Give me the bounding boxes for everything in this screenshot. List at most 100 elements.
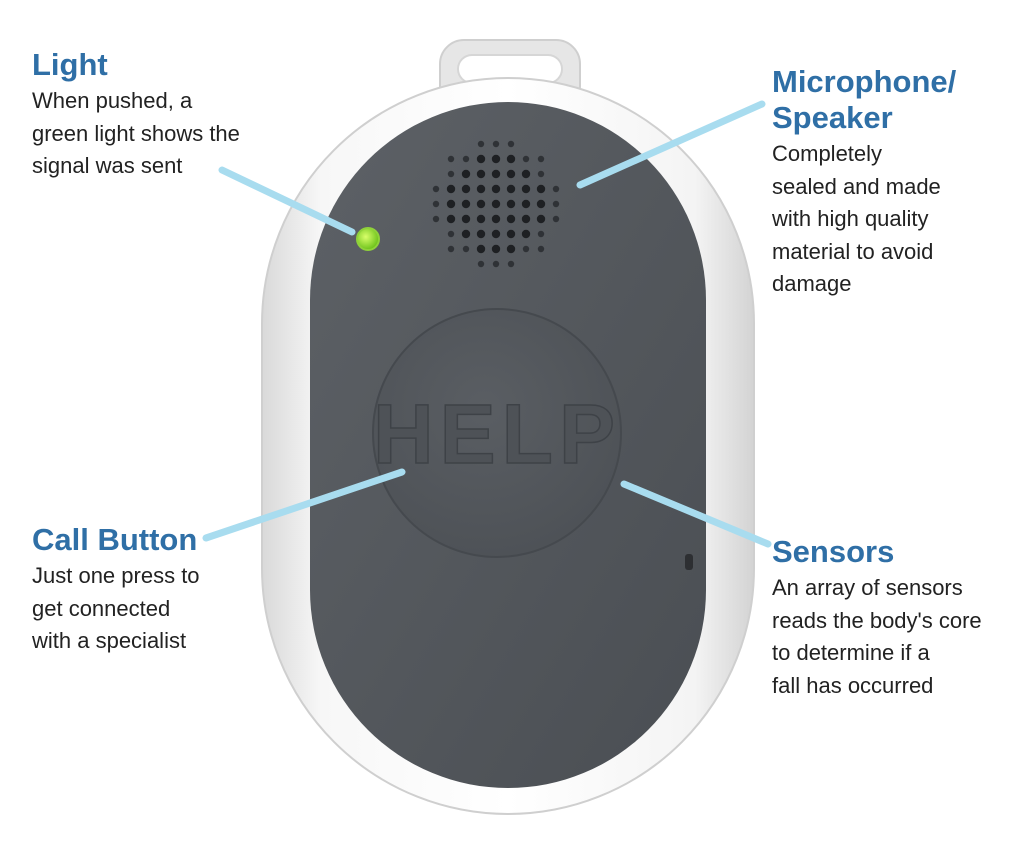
speaker-hole [461,184,471,194]
speaker-hole [462,155,470,163]
speaker-hole [432,200,440,208]
speaker-hole [552,200,560,208]
speaker-hole [521,199,531,209]
speaker-hole [492,140,500,148]
speaker-hole [491,229,501,239]
callout-sensors-line: fall has occurred [772,672,934,698]
speaker-hole [476,154,486,164]
speaker-hole [491,169,501,179]
speaker-hole [507,140,515,148]
leader-line-sensors [620,480,772,548]
speaker-hole [432,215,440,223]
callout-light: Light When pushed, a green light shows t… [32,47,240,183]
speaker-hole [491,214,501,224]
help-button-label: HELP [373,387,621,481]
callout-light-line: signal was sent [32,153,183,178]
callout-microphone-line: material to avoid [772,238,934,264]
speaker-grille [432,140,560,268]
speaker-hole [491,154,501,164]
callout-call-button: Call Button Just one press to get connec… [32,522,200,658]
speaker-hole [552,185,560,193]
speaker-hole [506,199,516,209]
callout-microphone-line: with high quality [772,206,929,231]
speaker-hole [446,199,456,209]
speaker-hole [492,260,500,268]
speaker-hole [461,229,471,239]
speaker-hole [446,184,456,194]
callout-light-description: When pushed, a green light shows the sig… [32,85,240,183]
speaker-hole [506,169,516,179]
speaker-hole [476,169,486,179]
speaker-hole [476,214,486,224]
speaker-hole [506,184,516,194]
callout-call-button-line: with a specialist [32,628,187,653]
speaker-hole [552,215,560,223]
speaker-hole [462,245,470,253]
callout-sensors-title: Sensors [772,534,895,569]
speaker-hole [536,184,546,194]
speaker-hole [536,214,546,224]
leader-line-call-button [202,468,406,542]
speaker-hole [506,244,516,254]
callout-call-button-line: Just one press to [32,563,200,588]
speaker-hole [477,260,485,268]
callout-microphone-title: Microphone/ Speaker [772,64,956,136]
callout-light-line: green light shows the [32,120,240,146]
speaker-hole [476,244,486,254]
speaker-hole [521,214,531,224]
speaker-hole [447,230,455,238]
speaker-hole [432,185,440,193]
leader-line-light [218,166,356,236]
side-port [685,554,693,570]
speaker-hole [506,154,516,164]
speaker-hole [476,229,486,239]
callout-microphone-speaker: Microphone/ Speaker Completely sealed an… [772,64,956,301]
speaker-hole [522,155,530,163]
speaker-hole [491,184,501,194]
callout-light-line: When pushed, a [32,88,193,113]
speaker-hole [476,184,486,194]
speaker-hole [521,184,531,194]
callout-microphone-title-line: Microphone/ [772,64,957,99]
callout-sensors: Sensors An array of sensors reads the bo… [772,534,982,702]
speaker-hole [521,229,531,239]
speaker-hole [507,260,515,268]
speaker-hole [461,169,471,179]
callout-microphone-title-line: Speaker [772,100,893,135]
callout-microphone-line: damage [772,271,852,296]
speaker-hole [447,245,455,253]
speaker-hole [537,230,545,238]
speaker-hole [477,140,485,148]
speaker-hole [537,155,545,163]
callout-sensors-line: to determine if a [772,640,930,665]
speaker-hole [506,214,516,224]
callout-sensors-line: reads the body's core [772,607,982,633]
callout-sensors-description: An array of sensors reads the body's cor… [772,572,982,702]
callout-microphone-description: Completely sealed and made with high qua… [772,138,956,301]
callout-call-button-description: Just one press to get connected with a s… [32,560,200,658]
callout-light-title: Light [32,47,108,82]
help-button[interactable] [372,308,622,558]
speaker-hole [506,229,516,239]
speaker-hole [522,245,530,253]
callout-microphone-line: Completely [772,141,883,166]
speaker-hole [461,214,471,224]
speaker-hole [491,244,501,254]
speaker-hole [461,199,471,209]
speaker-hole [491,199,501,209]
callout-call-button-title: Call Button [32,522,198,557]
speaker-hole [447,155,455,163]
speaker-hole [537,170,545,178]
callout-call-button-line: get connected [32,595,171,621]
indicator-light [356,227,380,251]
speaker-hole [521,169,531,179]
speaker-hole [446,214,456,224]
speaker-hole [537,245,545,253]
leader-lines [202,100,772,548]
leader-line-microphone [576,100,766,189]
speaker-hole [476,199,486,209]
speaker-hole [447,170,455,178]
callout-sensors-line: An array of sensors [772,575,963,600]
speaker-hole [536,199,546,209]
